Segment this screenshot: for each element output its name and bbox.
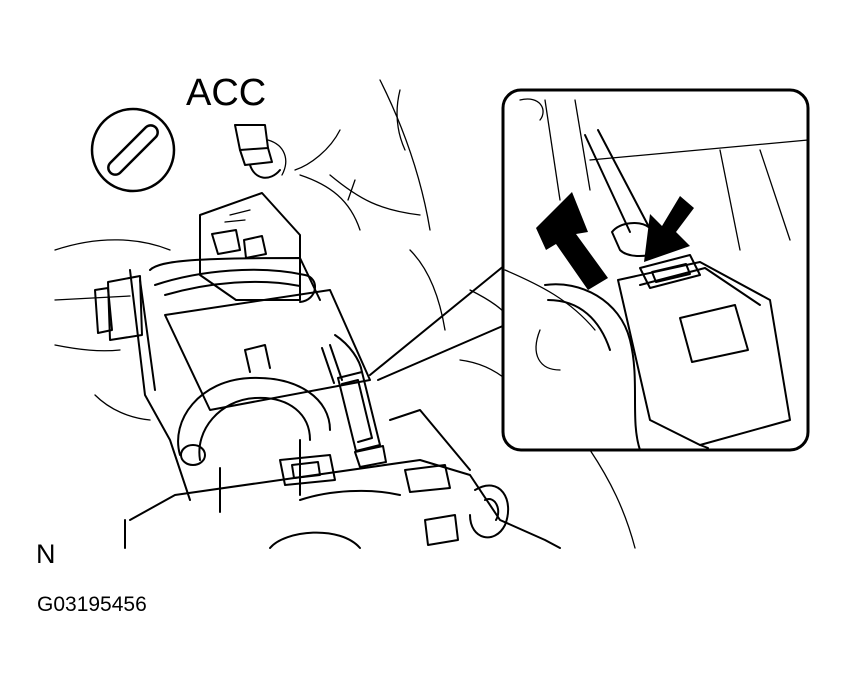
key-position-label: ACC bbox=[186, 72, 267, 114]
orientation-label: N bbox=[36, 539, 56, 569]
arrow-down-left-icon bbox=[644, 196, 694, 262]
steering-column-assembly bbox=[94, 192, 561, 549]
dash-outline bbox=[54, 79, 636, 549]
zoom-callout-wedge bbox=[369, 264, 506, 381]
key-cylinder-stub bbox=[234, 124, 287, 179]
figure-id: G03195456 bbox=[37, 593, 147, 616]
key-slot-icon bbox=[90, 107, 176, 193]
zoom-detail-box bbox=[501, 88, 810, 452]
arrow-up-left-icon bbox=[536, 192, 608, 290]
